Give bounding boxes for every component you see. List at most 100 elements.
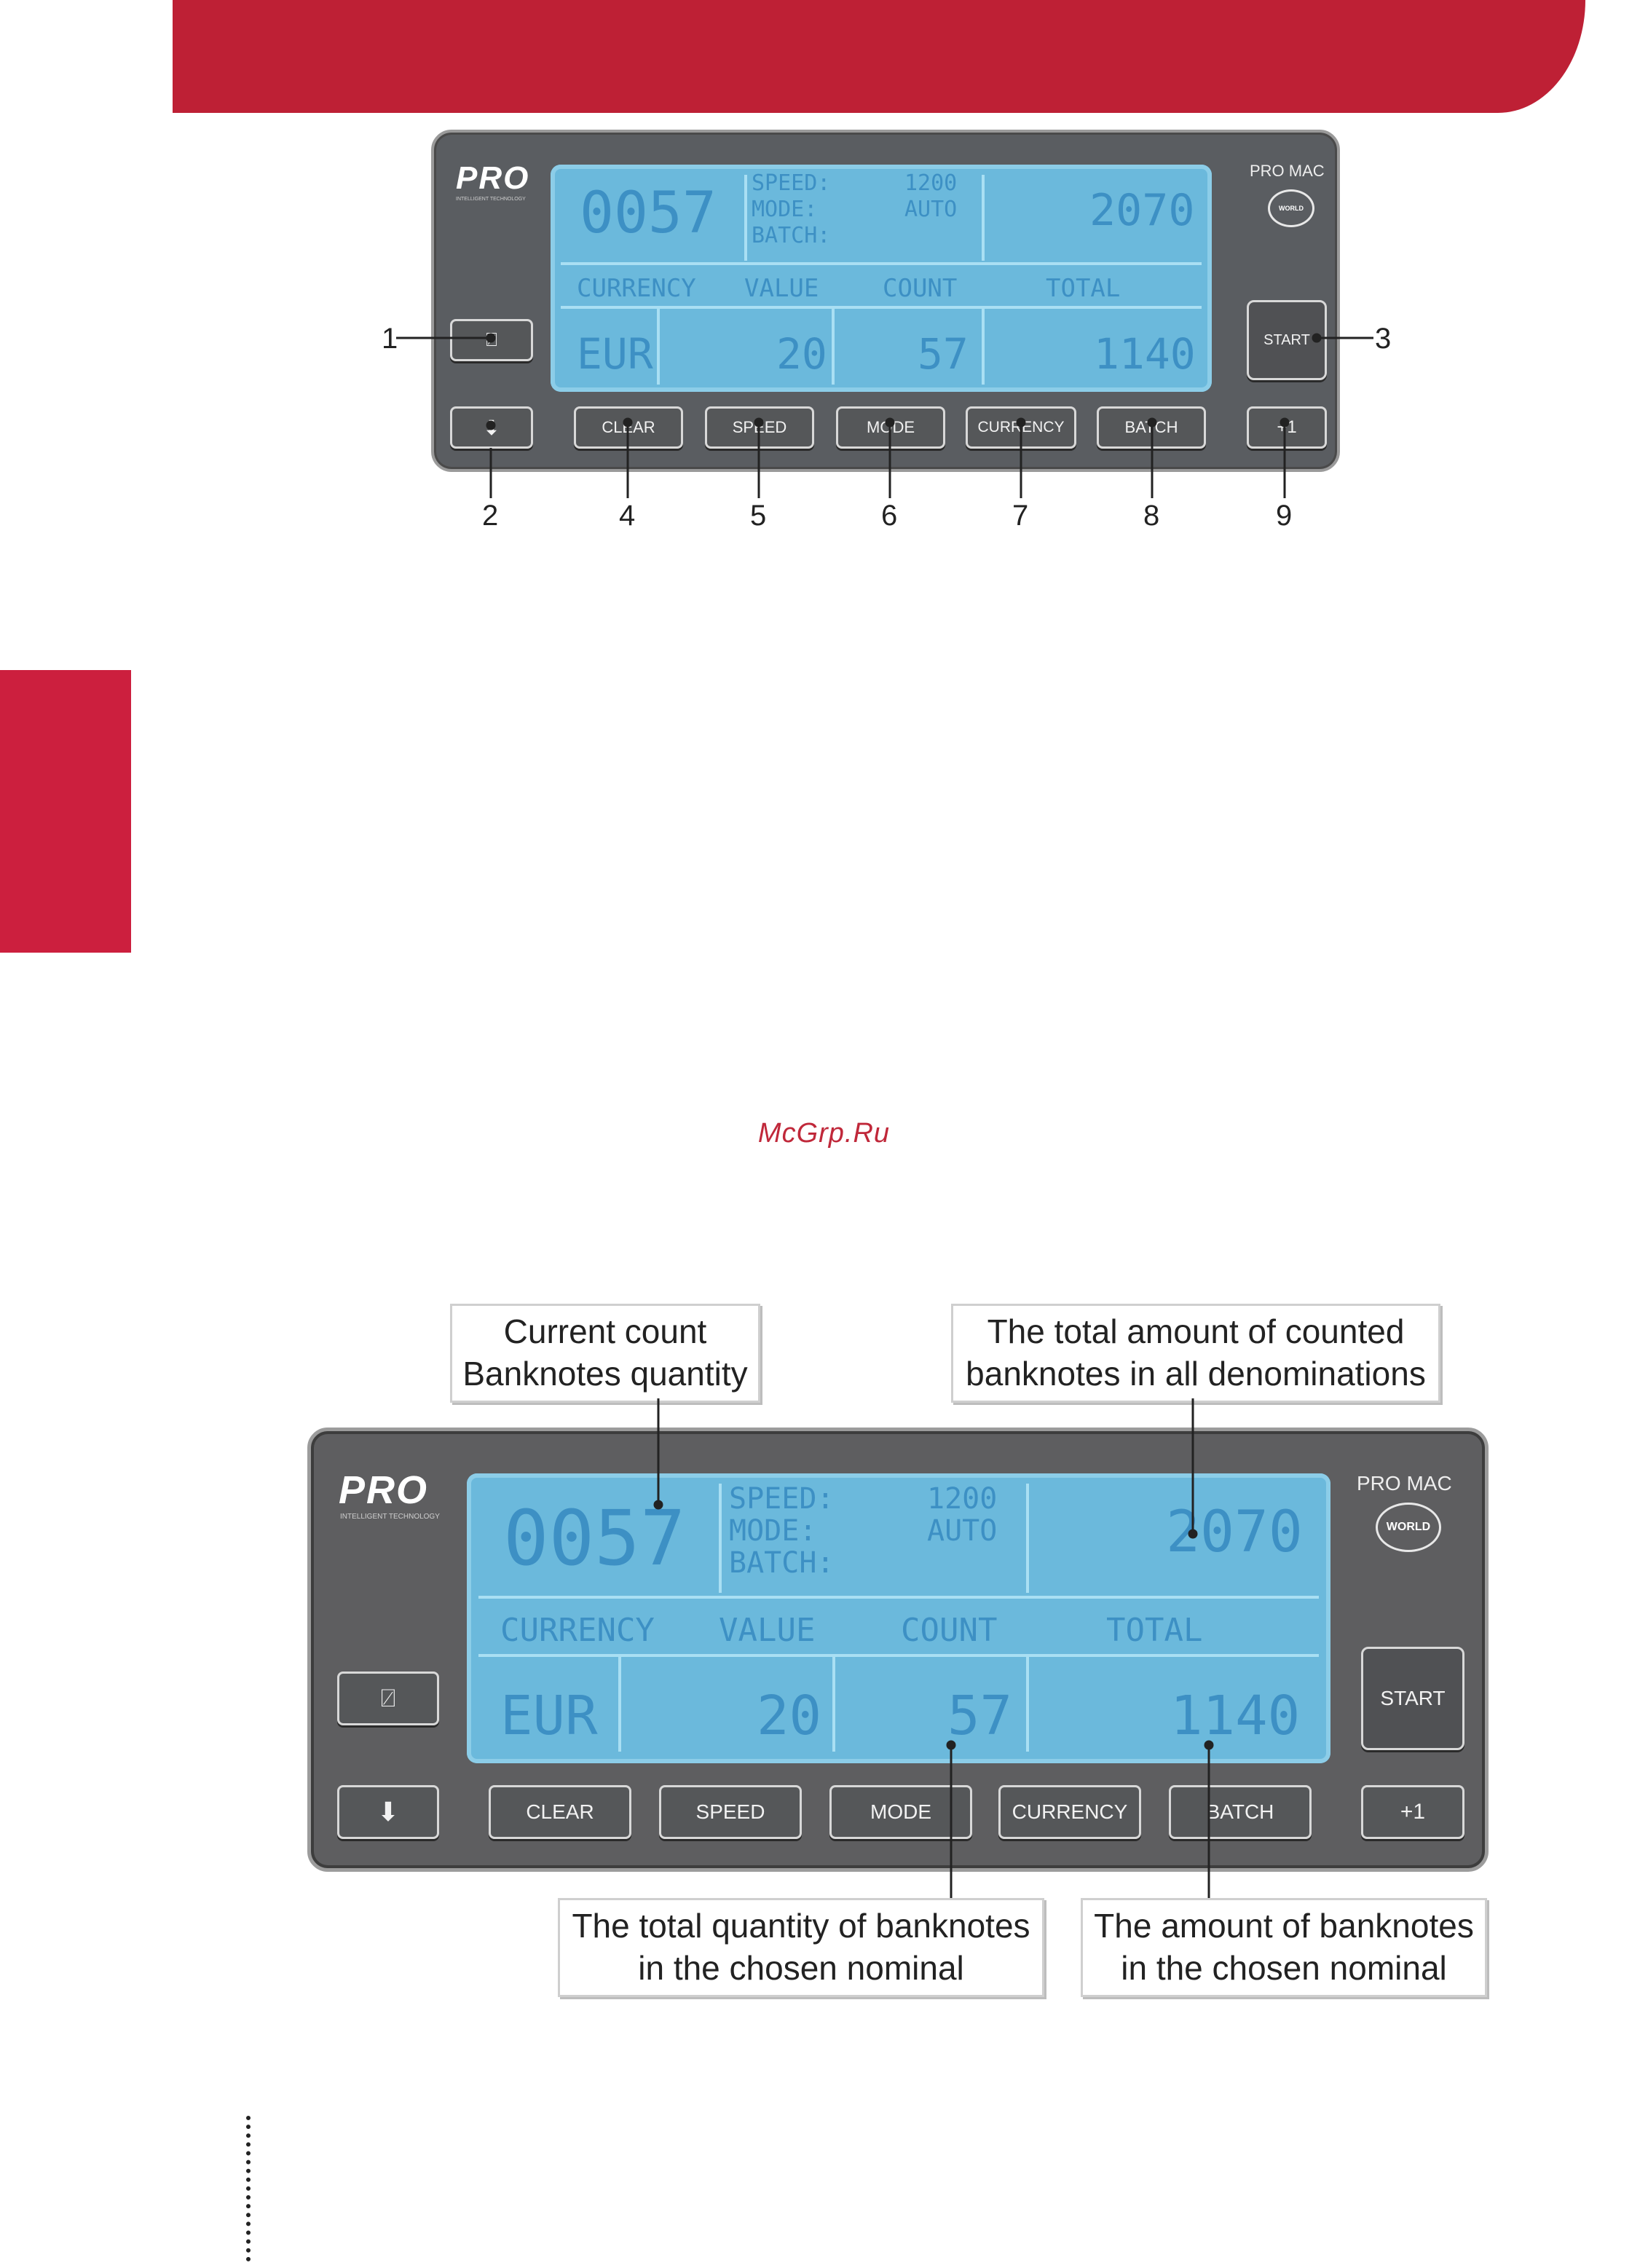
down-button[interactable]: ⬇ (450, 406, 533, 449)
header-total: TOTAL (1046, 274, 1121, 303)
row-value: 20 (757, 1685, 822, 1747)
clear-button[interactable]: CLEAR (489, 1785, 631, 1839)
world-globe-icon: WORLD (1268, 189, 1314, 227)
clear-button[interactable]: CLEAR (574, 406, 683, 449)
header-value: VALUE (744, 274, 819, 303)
header-banner (173, 0, 1585, 113)
label-number-5: 5 (750, 500, 767, 532)
row-count: 57 (947, 1685, 1013, 1747)
lcd-divider (982, 175, 985, 261)
globe-label: WORLD (1386, 1521, 1431, 1533)
callout-line: The total quantity of banknotes (572, 1907, 1030, 1945)
label-number-6: 6 (881, 500, 898, 532)
header-count: COUNT (901, 1612, 998, 1649)
speed-value: 1200 (927, 1482, 998, 1516)
label-number-2: 2 (482, 500, 499, 532)
dotted-margin-line (246, 2116, 251, 2261)
header-count: COUNT (883, 274, 958, 303)
world-globe-icon: WORLD (1376, 1503, 1441, 1552)
lcd-divider (657, 309, 660, 385)
lcd-divider (719, 1484, 722, 1593)
pro-logo-subtitle: INTELLIGENT TECHNOLOGY (456, 197, 526, 202)
lcd-divider (618, 1657, 621, 1752)
callout-line: The total amount of counted (987, 1312, 1405, 1350)
callout-amount-nominal: The amount of banknotes in the chosen no… (1081, 1898, 1487, 1997)
mode-label: MODE: (729, 1514, 817, 1548)
lcd-display: 0057 SPEED: 1200 MODE: AUTO BATCH: 2070 … (467, 1473, 1330, 1763)
pro-logo: PRO (339, 1468, 429, 1512)
current-count-display: 0057 (580, 181, 717, 246)
lcd-divider (1026, 1484, 1029, 1593)
row-total: 1140 (1170, 1685, 1301, 1747)
row-currency: EUR (500, 1685, 598, 1747)
label-number-7: 7 (1012, 500, 1029, 532)
speed-button[interactable]: SPEED (659, 1785, 802, 1839)
callout-line: in the chosen nominal (638, 1949, 964, 1987)
batch-label: BATCH: (752, 223, 831, 248)
mode-value: AUTO (904, 197, 958, 222)
add-mode-button[interactable]: ⍁ (450, 319, 533, 361)
mode-button[interactable]: MODE (836, 406, 945, 449)
control-panel-top: PRO INTELLIGENT TECHNOLOGY PRO MAC WORLD… (431, 130, 1340, 472)
callout-line: in the chosen nominal (1121, 1949, 1447, 1987)
label-number-1: 1 (382, 323, 398, 355)
label-number-3: 3 (1375, 323, 1392, 355)
lcd-display: 0057 SPEED: 1200 MODE: AUTO BATCH: 2070 … (551, 165, 1212, 392)
label-number-4: 4 (619, 500, 636, 532)
lcd-divider (478, 1596, 1319, 1599)
speed-label: SPEED: (752, 170, 831, 196)
lcd-divider (982, 309, 985, 385)
header-total: TOTAL (1106, 1612, 1203, 1649)
speed-button[interactable]: SPEED (705, 406, 814, 449)
down-button[interactable]: ⬇ (337, 1785, 439, 1839)
lcd-divider (744, 175, 747, 261)
lcd-divider (832, 1657, 835, 1752)
pro-logo: PRO (456, 160, 530, 196)
brand-label: PRO MAC (1250, 162, 1325, 180)
callout-line: The amount of banknotes (1094, 1907, 1474, 1945)
header-value: VALUE (719, 1612, 816, 1649)
side-tab (0, 670, 131, 953)
pro-logo-subtitle: INTELLIGENT TECHNOLOGY (340, 1513, 440, 1521)
row-value: 20 (776, 329, 827, 379)
callout-total-quantity: The total quantity of banknotes in the c… (558, 1898, 1044, 1997)
start-button[interactable]: START (1247, 300, 1327, 380)
current-count-display: 0057 (503, 1494, 686, 1583)
label-number-9: 9 (1276, 500, 1293, 532)
speed-label: SPEED: (729, 1482, 835, 1516)
batch-label: BATCH: (729, 1546, 835, 1580)
watermark: McGrp.Ru (757, 1118, 891, 1149)
currency-button[interactable]: CURRENCY (998, 1785, 1141, 1839)
control-panel-bottom: PRO INTELLIGENT TECHNOLOGY PRO MAC WORLD… (307, 1428, 1489, 1872)
row-count: 57 (918, 329, 969, 379)
callout-line: banknotes in all denominations (966, 1355, 1426, 1393)
add-mode-button[interactable]: ⍁ (337, 1672, 439, 1725)
plus-one-button[interactable]: +1 (1361, 1785, 1464, 1839)
callout-line: Current count (503, 1312, 707, 1350)
header-currency: CURRENCY (577, 274, 696, 303)
plus-one-button[interactable]: +1 (1247, 406, 1327, 449)
grand-total-display: 2070 (1166, 1500, 1303, 1565)
batch-button[interactable]: BATCH (1169, 1785, 1312, 1839)
lcd-divider (832, 309, 835, 385)
start-button[interactable]: START (1361, 1647, 1464, 1750)
grand-total-display: 2070 (1089, 185, 1195, 236)
lcd-divider (1026, 1657, 1029, 1752)
mode-button[interactable]: MODE (829, 1785, 972, 1839)
callout-current-count: Current count Banknotes quantity (450, 1304, 760, 1403)
globe-label: WORLD (1279, 205, 1304, 212)
label-number-8: 8 (1143, 500, 1160, 532)
mode-value: AUTO (927, 1514, 998, 1548)
callout-line: Banknotes quantity (462, 1355, 748, 1393)
header-currency: CURRENCY (500, 1612, 655, 1649)
lcd-divider (561, 306, 1202, 309)
brand-label: PRO MAC (1357, 1472, 1452, 1495)
row-total: 1140 (1094, 329, 1196, 379)
currency-button[interactable]: CURRENCY (966, 406, 1076, 449)
lcd-divider (561, 262, 1202, 265)
callout-total-amount: The total amount of counted banknotes in… (951, 1304, 1440, 1403)
mode-label: MODE: (752, 197, 818, 222)
speed-value: 1200 (904, 170, 958, 196)
lcd-divider (478, 1654, 1319, 1657)
batch-button[interactable]: BATCH (1097, 406, 1206, 449)
